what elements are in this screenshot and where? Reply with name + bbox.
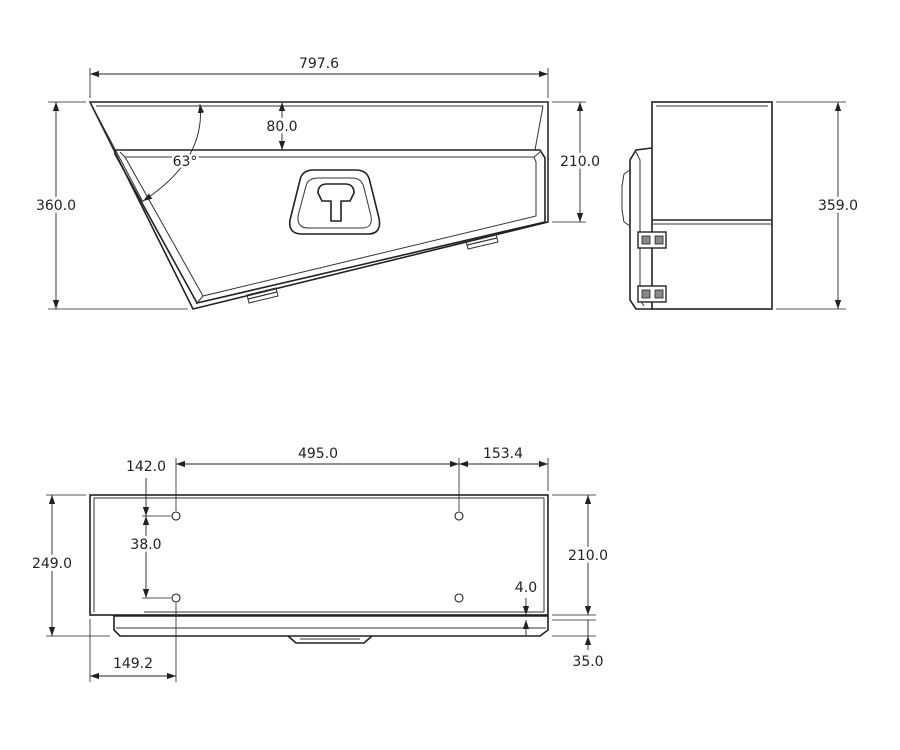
- lid-frame-inner: [124, 156, 537, 297]
- top-view-handle: [287, 635, 373, 644]
- side-hinge-lower: [637, 285, 667, 303]
- side-view-body: [651, 101, 773, 310]
- lid-corner-bl: [195, 295, 204, 305]
- mount-hole-bottom-right: [454, 593, 464, 603]
- dim-overall-depth: 249.0: [32, 556, 72, 572]
- dim-front-height: 210.0: [560, 154, 600, 170]
- dim-right-offset: 153.4: [483, 446, 523, 462]
- dim-lip: 4.0: [515, 580, 537, 596]
- lid-frame-outer: [114, 149, 546, 304]
- front-view-right-chamfer: [534, 105, 544, 151]
- front-hinge-left: [246, 287, 279, 304]
- dim-overall-height: 360.0: [36, 198, 76, 214]
- dim-lid-depth: 80.0: [266, 119, 297, 135]
- front-view: 797.6 360.0 80.0 210.0 63°: [33, 56, 603, 310]
- mount-hole-bottom-left: [171, 593, 181, 603]
- lock-handle-icon: [288, 169, 381, 235]
- dim-overall-width: 797.6: [299, 56, 339, 72]
- mount-hole-top-left: [171, 511, 181, 521]
- dim-hole-spacing-x: 495.0: [298, 446, 338, 462]
- side-hinge-upper: [637, 231, 667, 249]
- front-view-slope-edge: [89, 101, 144, 203]
- top-view-lid-flange: [113, 615, 549, 637]
- side-view-handle: [621, 169, 631, 227]
- side-view-lid-profile: [629, 147, 653, 310]
- dim-flange: 35.0: [572, 654, 603, 670]
- lid-corner-tr: [533, 151, 541, 158]
- mount-hole-top-right: [454, 511, 464, 521]
- front-hinge-right: [465, 233, 499, 250]
- top-view: 495.0 153.4 142.0 38.0 249.0 210.0 4.0 3…: [29, 446, 611, 682]
- lid-corner-tl: [119, 151, 126, 158]
- side-view: 359.0: [621, 101, 861, 310]
- dim-side-height: 359.0: [818, 198, 858, 214]
- front-view-outline: [88, 101, 549, 310]
- dim-body-depth: 210.0: [568, 548, 608, 564]
- top-view-body: [89, 494, 549, 616]
- dim-left-offset: 149.2: [113, 656, 153, 672]
- dim-hole-spacing-y: 38.0: [130, 537, 161, 553]
- dim-hole-offset-top: 142.0: [126, 459, 166, 475]
- dim-slope-angle: 63°: [173, 154, 198, 170]
